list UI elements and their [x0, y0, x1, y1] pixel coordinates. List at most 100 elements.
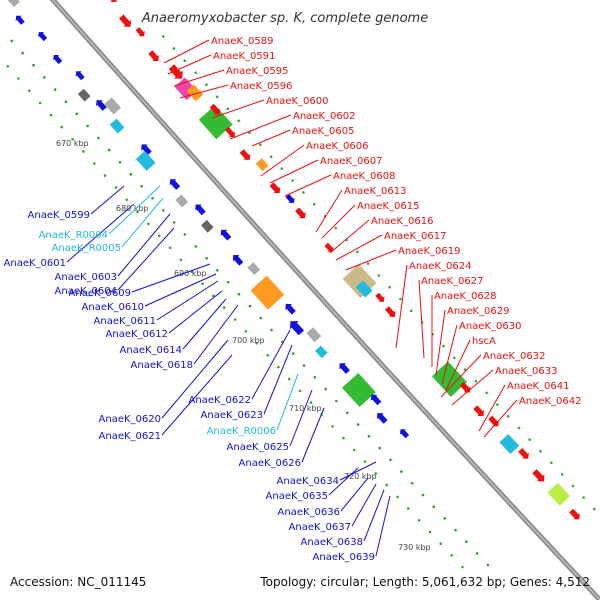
right-leader-line — [315, 189, 343, 233]
kbp-tick-label: 690 kbp — [174, 269, 207, 278]
track-dot — [454, 528, 457, 532]
track-dot — [162, 35, 165, 38]
gene-features — [7, 0, 580, 520]
track-dot — [356, 423, 360, 426]
track-dot — [475, 552, 479, 555]
track-dot — [363, 460, 367, 463]
gene-label: AnaeK_0637 — [289, 522, 351, 533]
gene-feature — [324, 242, 334, 252]
gene-label: AnaeK_R0006 — [207, 426, 276, 437]
gene-feature — [135, 27, 145, 37]
left-leader-line — [161, 339, 229, 419]
right-leader-line — [179, 84, 229, 99]
track-dot — [71, 138, 74, 141]
gene-feature — [75, 71, 85, 81]
track-dot — [277, 365, 280, 369]
track-dot — [439, 542, 443, 545]
track-dot — [334, 226, 338, 230]
gene-feature — [569, 508, 580, 520]
gene-feature — [289, 321, 304, 336]
track-dot — [38, 101, 42, 105]
track-dot — [366, 262, 370, 265]
right-leader-line — [269, 159, 319, 184]
track-dot — [331, 425, 334, 428]
track-dot — [114, 186, 118, 189]
track-dot — [172, 221, 176, 224]
track-dot — [270, 328, 273, 332]
gene-feature — [104, 97, 121, 115]
left-leader-line — [121, 197, 164, 248]
track-dot — [147, 222, 150, 226]
left-leader-line — [66, 203, 135, 263]
gene-feature — [488, 415, 499, 427]
gene-label: AnaeK_0625 — [227, 442, 289, 453]
gene-label: AnaeK_0595 — [226, 66, 288, 77]
gene-label: AnaeK_0614 — [120, 345, 182, 356]
gene-label: AnaeK_0629 — [447, 306, 509, 317]
right-leader-line — [478, 384, 506, 432]
track-dot — [129, 173, 133, 176]
left-leader-line — [168, 290, 223, 334]
gene-label: AnaeK_0642 — [519, 396, 581, 407]
left-leader-line — [131, 263, 211, 293]
right-leader-line — [418, 279, 425, 359]
gene-label: AnaeK_0609 — [69, 288, 131, 299]
right-leader-line — [321, 204, 356, 239]
left-leader-line — [251, 329, 291, 400]
genome-summary-text: Topology: circular; Length: 5,061,632 bp… — [259, 575, 590, 589]
gene-feature — [7, 0, 20, 7]
track-dot — [269, 155, 273, 158]
right-leader-line — [284, 174, 332, 197]
right-leader-line — [435, 309, 446, 376]
gene-feature — [175, 194, 189, 208]
track-dot — [168, 246, 172, 250]
track-dot — [266, 353, 269, 357]
gene-label: AnaeK_0606 — [306, 141, 368, 152]
left-leader-line — [339, 461, 377, 481]
right-leader-line — [335, 234, 383, 261]
gene-feature — [285, 193, 295, 203]
right-leader-line — [345, 249, 397, 271]
track-dot — [396, 495, 399, 499]
track-dot — [593, 507, 596, 511]
track-dot — [17, 77, 20, 80]
gene-feature — [141, 144, 152, 156]
track-dot — [205, 83, 208, 87]
right-leader-line — [163, 39, 210, 64]
gene-label: AnaeK_0641 — [507, 381, 569, 392]
gene-feature — [220, 229, 232, 241]
gene-label: AnaeK_0636 — [278, 507, 340, 518]
track-dot — [53, 88, 57, 91]
track-dot — [496, 403, 499, 406]
gene-feature — [169, 179, 181, 190]
track-dot — [399, 297, 402, 301]
track-dot — [158, 234, 161, 238]
gene-feature — [195, 204, 206, 216]
gene-label: AnaeK_0638 — [301, 537, 363, 548]
kbp-tick-label: 730 kbp — [398, 543, 431, 552]
left-leader-line — [340, 477, 369, 512]
gene-label: AnaeK_0617 — [384, 231, 446, 242]
gene-feature — [518, 448, 529, 459]
track-dot — [486, 563, 490, 567]
right-leader-line — [451, 369, 494, 406]
gene-label: AnaeK_0628 — [434, 291, 496, 302]
gene-label: AnaeK_0602 — [293, 111, 355, 122]
gene-feature — [285, 303, 296, 315]
track-dot — [302, 191, 305, 194]
track-dots — [6, 35, 596, 569]
track-dot — [280, 167, 284, 170]
gene-label: AnaeK_0613 — [344, 186, 406, 197]
track-dot — [374, 472, 378, 475]
kbp-tick-label: 670 kbp — [56, 139, 89, 148]
gene-feature — [201, 219, 214, 233]
gene-label: AnaeK_R0005 — [52, 243, 121, 254]
gene-label: AnaeK_0612 — [106, 329, 168, 340]
track-dot — [407, 507, 410, 510]
gene-label: AnaeK_0635 — [266, 491, 328, 502]
gene-feature — [355, 280, 373, 298]
right-leader-line — [329, 219, 370, 254]
gene-feature — [110, 0, 117, 2]
track-dot — [233, 318, 237, 321]
